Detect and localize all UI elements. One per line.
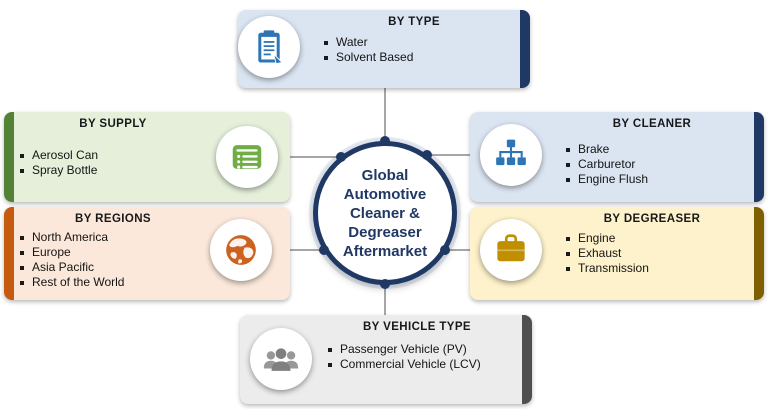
bullet-icon (20, 153, 24, 158)
list-item: Rest of the World (20, 276, 206, 289)
category-content: BY TYPE Water Solvent Based (238, 10, 530, 64)
list-item: Solvent Based (324, 51, 504, 64)
list-item: North America (20, 231, 206, 244)
category-title: BY REGIONS (75, 213, 151, 225)
category-content: BY DEGREASER Engine Exhaust Transmission (470, 207, 764, 275)
clipboard-icon (238, 16, 300, 78)
item-label: Rest of the World (32, 275, 125, 289)
sitemap-icon (480, 124, 542, 186)
item-label: Engine Flush (578, 172, 649, 186)
category-title: BY DEGREASER (603, 213, 701, 225)
bullet-icon (566, 236, 570, 241)
accent-bar (4, 112, 14, 202)
list-item: Aerosol Can (20, 149, 206, 162)
item-label: Solvent Based (336, 50, 414, 64)
connector-line-cleaner (426, 154, 480, 156)
bullet-icon (20, 168, 24, 173)
item-label: Asia Pacific (32, 260, 95, 274)
item-label: Aerosol Can (32, 148, 99, 162)
connector-line-top (384, 88, 386, 142)
list-item: Europe (20, 246, 206, 259)
list-item: Commercial Vehicle (LCV) (328, 358, 506, 371)
bullet-icon (324, 40, 328, 45)
bullet-icon (328, 347, 332, 352)
item-label: Brake (578, 142, 610, 156)
accent-bar (522, 315, 532, 404)
category-content: BY VEHICLE TYPE Passenger Vehicle (PV) C… (240, 315, 532, 371)
category-item-list: North America Europe Asia Pacific Rest o… (20, 231, 206, 289)
accent-bar (520, 10, 530, 88)
connector-dot (422, 150, 432, 160)
item-label: Commercial Vehicle (LCV) (340, 357, 481, 371)
connector-dot (440, 245, 450, 255)
bullet-icon (566, 266, 570, 271)
bullet-icon (20, 250, 24, 255)
bullet-icon (324, 55, 328, 60)
people-icon (250, 328, 312, 390)
category-item-list: Aerosol Can Spray Bottle (20, 149, 206, 177)
list-item: Exhaust (566, 247, 738, 260)
list-item: Asia Pacific (20, 261, 206, 274)
item-label: Carburetor (578, 157, 636, 171)
list-item: Carburetor (566, 158, 738, 171)
bullet-icon (20, 280, 24, 285)
list-item: Transmission (566, 262, 738, 275)
item-label: Transmission (578, 261, 649, 275)
list-item: Engine (566, 232, 738, 245)
connector-dot (380, 136, 390, 146)
bullet-icon (20, 265, 24, 270)
center-circle: Global Automotive Cleaner & Degreaser Af… (313, 141, 457, 285)
center-title-line: Automotive (343, 185, 427, 203)
category-item-list: Engine Exhaust Transmission (566, 232, 738, 275)
bullet-icon (566, 177, 570, 182)
category-title: BY SUPPLY (79, 118, 147, 130)
category-title: BY CLEANER (612, 118, 692, 130)
item-label: Europe (32, 245, 71, 259)
accent-bar (4, 207, 14, 300)
item-label: Spray Bottle (32, 163, 98, 177)
category-title: BY VEHICLE TYPE (362, 321, 472, 333)
connector-line-degreaser (444, 249, 480, 251)
category-item-list: Brake Carburetor Engine Flush (566, 143, 738, 186)
connector-line-supply (278, 156, 342, 158)
category-item-list: Water Solvent Based (324, 36, 504, 64)
bullet-icon (566, 147, 570, 152)
accent-bar (754, 207, 764, 300)
center-title-line: Global (361, 166, 409, 184)
bullet-icon (20, 235, 24, 240)
category-content: BY CLEANER Brake Carburetor Engine Flush (470, 112, 764, 186)
center-title-line: Degreaser (348, 223, 422, 241)
list-item: Water (324, 36, 504, 49)
list-icon (216, 126, 278, 188)
bullet-icon (566, 251, 570, 256)
item-label: Exhaust (578, 246, 622, 260)
center-title-line: Cleaner & (349, 204, 420, 222)
category-content: BY SUPPLY Aerosol Can Spray Bottle (4, 112, 290, 177)
connector-line-bottom (384, 284, 386, 315)
globe-icon (210, 219, 272, 281)
briefcase-icon (480, 219, 542, 281)
bullet-icon (328, 362, 332, 367)
category-title: BY TYPE (388, 16, 440, 28)
accent-bar (754, 112, 764, 202)
connector-dot (336, 152, 346, 162)
item-label: Water (336, 35, 368, 49)
category-content: BY REGIONS North America Europe Asia Pac… (4, 207, 290, 289)
bullet-icon (566, 162, 570, 167)
item-label: North America (32, 230, 109, 244)
connector-dot (319, 245, 329, 255)
diagram-center-title: Global Automotive Cleaner & Degreaser Af… (343, 166, 427, 261)
connector-dot (380, 279, 390, 289)
list-item: Passenger Vehicle (PV) (328, 343, 506, 356)
connector-line-regions (272, 249, 325, 251)
category-item-list: Passenger Vehicle (PV) Commercial Vehicl… (328, 343, 506, 371)
center-title-line: Aftermarket (342, 242, 428, 260)
list-item: Spray Bottle (20, 164, 206, 177)
item-label: Passenger Vehicle (PV) (340, 342, 467, 356)
list-item: Engine Flush (566, 173, 738, 186)
item-label: Engine (578, 231, 616, 245)
list-item: Brake (566, 143, 738, 156)
